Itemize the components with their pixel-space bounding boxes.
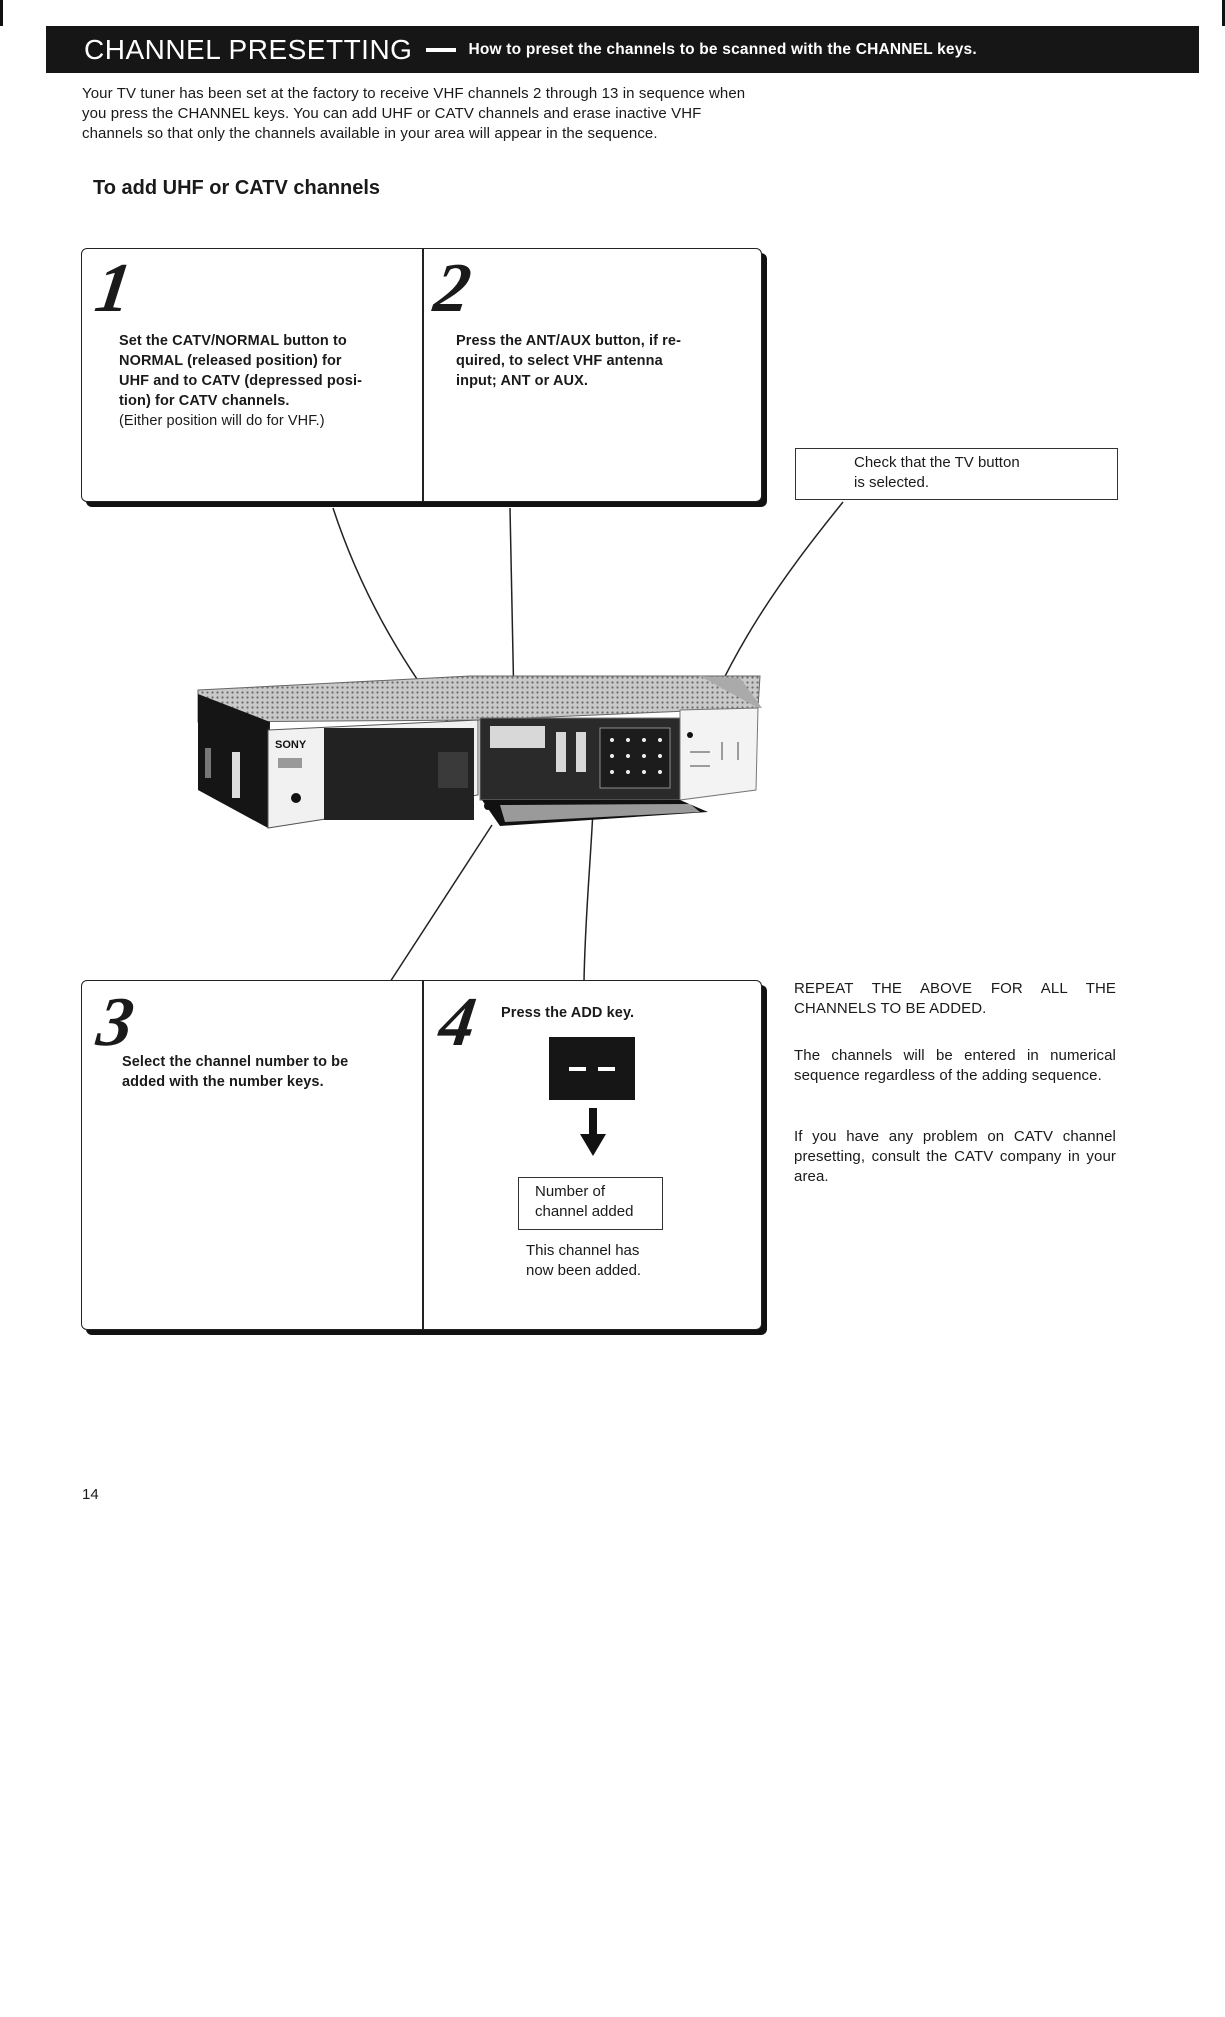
section-heading: To add UHF or CATV channels bbox=[93, 177, 381, 199]
side-note-catv: If you have any problem on CATV channel … bbox=[794, 1128, 1116, 1185]
callout-line: Check that the TV button bbox=[854, 454, 1020, 471]
page-header: CHANNEL PRESETTING How to preset the cha… bbox=[46, 26, 1199, 73]
step-2-line: input; ANT or AUX. bbox=[456, 373, 589, 389]
panel-divider-bottom bbox=[422, 980, 424, 1330]
step-1-note: (Either position will do for VHF.) bbox=[119, 413, 325, 429]
side-note-sequence: The channels will be entered in numerica… bbox=[794, 1047, 1116, 1084]
step-1-line: UHF and to CATV (depressed posi- bbox=[119, 373, 363, 389]
step-3-text: Select the channel number to be added wi… bbox=[122, 1052, 412, 1092]
down-arrow-icon bbox=[580, 1108, 606, 1156]
step-2-text: Press the ANT/AUX button, if re- quired,… bbox=[456, 331, 746, 391]
label-line: channel added bbox=[535, 1203, 634, 1220]
step-3-line: added with the number keys. bbox=[122, 1074, 324, 1090]
result-line: This channel has bbox=[526, 1242, 640, 1259]
panel-divider-top bbox=[422, 248, 424, 502]
steps-1-2-panel bbox=[81, 248, 762, 502]
step-4-result: This channel has now been added. bbox=[526, 1241, 641, 1281]
step-1-text: Set the CATV/NORMAL button to NORMAL (re… bbox=[119, 331, 409, 431]
side-note-repeat: REPEAT THE ABOVE FOR ALL THE CHANNELS TO… bbox=[794, 980, 1116, 1017]
result-line: now been added. bbox=[526, 1262, 642, 1279]
display-dash bbox=[569, 1066, 586, 1071]
label-line: Number of bbox=[535, 1183, 606, 1200]
step-3-line: Select the channel number to be bbox=[122, 1054, 349, 1070]
tv-tuner-device: SONY bbox=[197, 675, 762, 829]
page-subtitle: How to preset the channels to be scanned… bbox=[468, 40, 977, 58]
step-2-line: quired, to select VHF antenna bbox=[456, 353, 663, 369]
step-4-text: Press the ADD key. bbox=[501, 1005, 635, 1021]
channel-added-label: Number of channel added bbox=[518, 1177, 663, 1230]
intro-paragraph: Your TV tuner has been set at the factor… bbox=[82, 85, 746, 142]
tv-button-callout: Check that the TV button is selected. bbox=[795, 448, 1118, 500]
page-title: CHANNEL PRESETTING bbox=[84, 33, 413, 65]
step-1-line: tion) for CATV channels. bbox=[119, 393, 290, 409]
left-edge-mark bbox=[0, 0, 3, 26]
channel-display bbox=[549, 1037, 635, 1100]
display-dash bbox=[598, 1066, 615, 1071]
step-1-line: NORMAL (released position) for bbox=[119, 353, 342, 369]
step-2-line: Press the ANT/AUX button, if re- bbox=[456, 333, 682, 349]
illustration: SONY bbox=[197, 501, 844, 983]
title-dash bbox=[426, 47, 457, 52]
step-1-line: Set the CATV/NORMAL button to bbox=[119, 333, 347, 349]
steps-3-4-panel bbox=[81, 980, 762, 1330]
device-brand: SONY bbox=[275, 739, 307, 751]
right-edge-mark bbox=[1222, 0, 1225, 26]
callout-line: is selected. bbox=[854, 474, 930, 491]
page-number: 14 bbox=[82, 1486, 99, 1503]
